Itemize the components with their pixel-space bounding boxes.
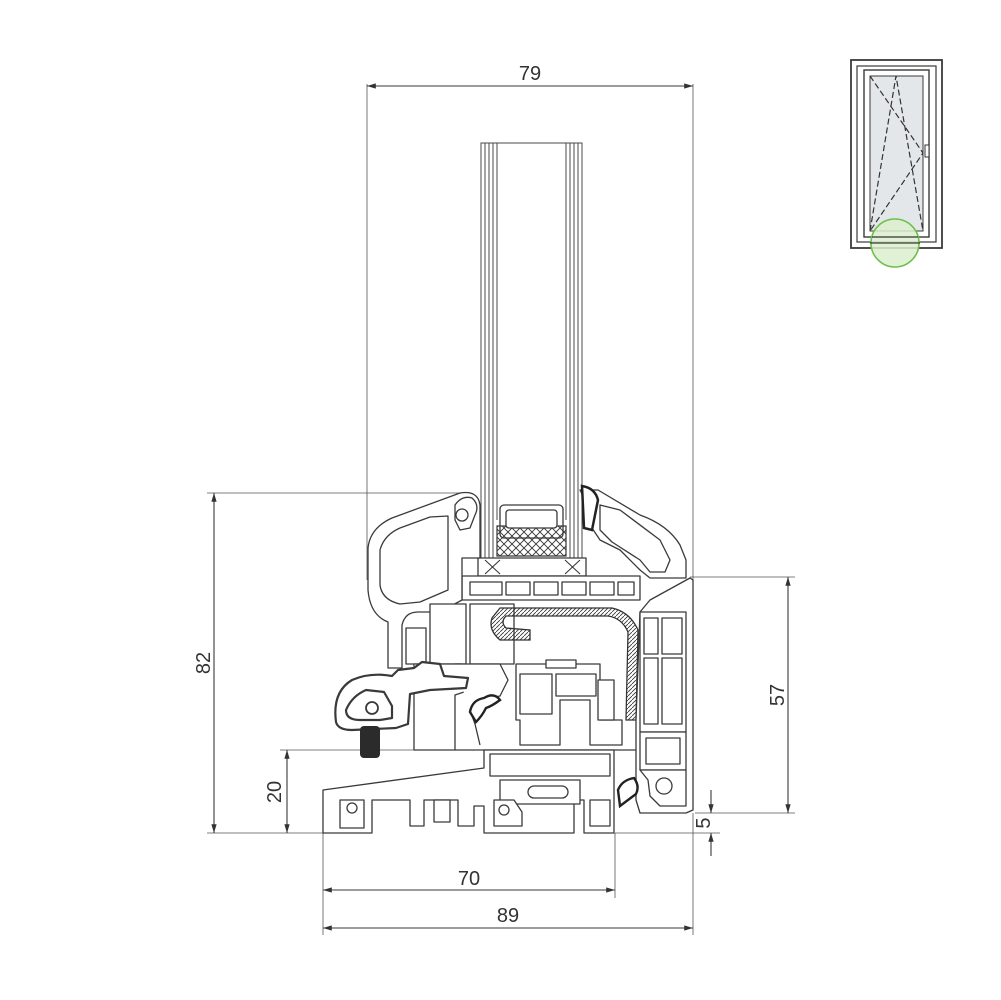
dimension-total-height: 82 — [193, 492, 470, 834]
sealant-bed — [496, 525, 567, 557]
dimension-label-57: 57 — [767, 684, 789, 706]
dimension-inner-depth: 70 — [322, 833, 616, 935]
sill-profile — [322, 749, 615, 834]
dimension-top-width: 79 — [366, 63, 694, 580]
handle-icon — [924, 144, 930, 158]
dimension-frame-height: 57 — [690, 576, 795, 814]
dimension-label-82: 82 — [193, 652, 215, 674]
thumbnail-glass — [869, 75, 924, 232]
dimension-total-depth: 89 — [323, 813, 694, 935]
setting-block — [461, 557, 641, 601]
dimension-label-70: 70 — [458, 868, 480, 890]
dimension-label-20: 20 — [264, 781, 286, 803]
window-thumbnail — [850, 59, 943, 268]
glazing-unit — [480, 142, 583, 559]
dimension-offset: 5 — [615, 790, 720, 856]
dimension-label-5: 5 — [693, 817, 715, 828]
sash-profile — [367, 484, 687, 669]
dimension-label-89: 89 — [497, 905, 519, 927]
dimension-label-79: 79 — [519, 63, 541, 85]
steel-reinforcement — [490, 607, 639, 721]
drip-profile — [334, 660, 470, 758]
